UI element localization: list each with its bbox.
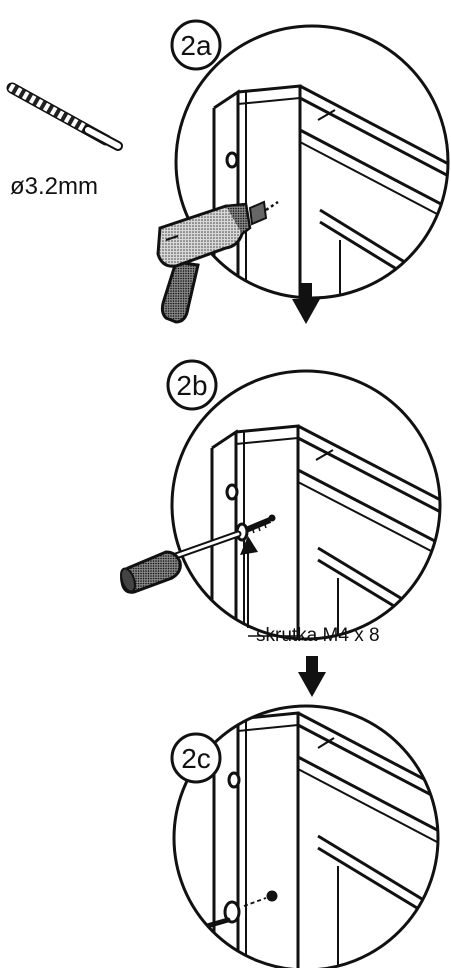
screwdriver-icon — [120, 530, 242, 594]
drill-bit-size-label: ø3.2mm — [10, 173, 98, 200]
step-2a-label: 2a — [180, 30, 212, 61]
arrow-down-icon — [292, 283, 320, 324]
step-2b-label: 2b — [176, 370, 207, 401]
detail-circle-2b — [170, 369, 442, 641]
step-2a-badge — [170, 19, 222, 71]
screw-spec-label: skrutka M4 x 8 — [256, 625, 380, 646]
step-2b-badge — [166, 359, 218, 411]
power-drill-icon — [156, 200, 279, 324]
detail-circle-2a — [174, 24, 450, 300]
screw-pointer-arrow — [240, 536, 298, 637]
drill-bit-icon — [6, 82, 123, 151]
step-2b-panel: 2b skrutka M4 x 8 — [120, 359, 442, 646]
step-2c-panel: 2c — [170, 704, 440, 968]
detail-circle-2c — [172, 704, 440, 968]
arrow-down-icon — [298, 656, 326, 697]
step-2c-label: 2c — [181, 743, 211, 774]
step-2a-panel: 2a ø3.2mm — [6, 19, 450, 324]
step-2c-badge — [170, 732, 222, 784]
frame-corner-2a — [212, 84, 448, 298]
